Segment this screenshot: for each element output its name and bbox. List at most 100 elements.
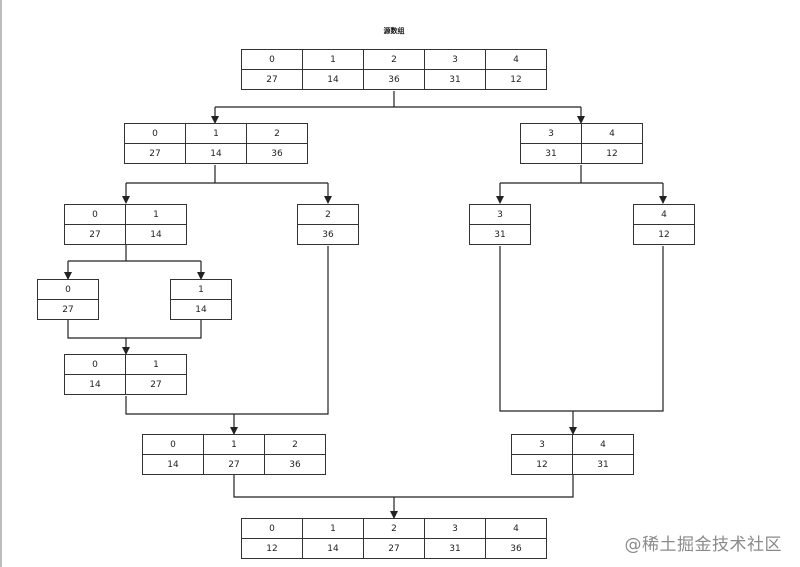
edge-right-merge (499, 246, 664, 412)
value-cell: 31 (424, 538, 486, 559)
index-cell: 3 (424, 49, 486, 70)
value-cell: 31 (520, 143, 582, 164)
edge-l1-right-split (500, 165, 663, 184)
value-cell: 31 (572, 454, 634, 475)
value-cell: 14 (64, 374, 126, 395)
watermark-text: @稀土掘金技术社区 (624, 535, 782, 555)
edge-l2a-split (68, 245, 201, 262)
index-cell: 3 (520, 123, 582, 144)
value-cell: 27 (64, 224, 126, 245)
index-cell: 4 (485, 49, 547, 70)
index-row: 3 (469, 204, 531, 225)
value-cell: 14 (185, 143, 247, 164)
value-cell: 27 (203, 454, 265, 475)
value-cell: 14 (142, 454, 204, 475)
index-row: 1 (170, 279, 232, 300)
value-cell: 14 (302, 69, 364, 90)
value-cell: 31 (469, 224, 531, 245)
value-cell: 36 (246, 143, 308, 164)
index-cell: 4 (581, 123, 643, 144)
index-cell: 4 (485, 518, 547, 539)
edge-root-split (215, 91, 581, 108)
index-cell: 1 (185, 123, 247, 144)
index-cell: 0 (241, 518, 303, 539)
value-cell: 12 (511, 454, 573, 475)
index-cell: 1 (302, 49, 364, 70)
index-cell: 3 (511, 434, 573, 455)
index-cell: 3 (424, 518, 486, 539)
value-cell: 27 (363, 538, 425, 559)
index-cell: 2 (264, 434, 326, 455)
index-cell: 2 (363, 49, 425, 70)
index-cell: 0 (124, 123, 186, 144)
index-cell: 0 (64, 354, 126, 375)
index-cell: 1 (170, 279, 232, 300)
value-cell: 31 (424, 69, 486, 90)
index-cell: 1 (302, 518, 364, 539)
index-cell: 0 (241, 49, 303, 70)
value-cell: 14 (170, 299, 232, 320)
edge-left-merge (125, 246, 329, 415)
value-cell: 14 (302, 538, 364, 559)
value-cell: 12 (241, 538, 303, 559)
edge-l3-merge (67, 320, 202, 339)
index-cell: 1 (125, 354, 187, 375)
index-cell: 3 (469, 204, 531, 225)
value-cell: 27 (37, 299, 99, 320)
index-cell: 2 (363, 518, 425, 539)
index-row: 0 (37, 279, 99, 300)
index-cell: 4 (572, 434, 634, 455)
value-cell: 14 (125, 224, 187, 245)
index-cell: 0 (142, 434, 204, 455)
value-cell: 36 (297, 224, 359, 245)
value-cell: 27 (125, 374, 187, 395)
value-row: 27 (37, 299, 99, 320)
index-cell: 2 (297, 204, 359, 225)
value-row: 31 (469, 224, 531, 245)
index-cell: 1 (203, 434, 265, 455)
index-cell: 1 (125, 204, 187, 225)
value-cell: 36 (485, 538, 547, 559)
edge-final-merge (233, 475, 574, 498)
index-cell: 0 (37, 279, 99, 300)
diagram-title: 源数组 (383, 27, 405, 35)
page-left-border (0, 0, 2, 567)
index-row: 2 (297, 204, 359, 225)
value-cell: 27 (241, 69, 303, 90)
index-cell: 0 (64, 204, 126, 225)
index-cell: 4 (633, 204, 695, 225)
value-cell: 36 (363, 69, 425, 90)
index-cell: 2 (246, 123, 308, 144)
value-row: 36 (297, 224, 359, 245)
value-cell: 12 (485, 69, 547, 90)
